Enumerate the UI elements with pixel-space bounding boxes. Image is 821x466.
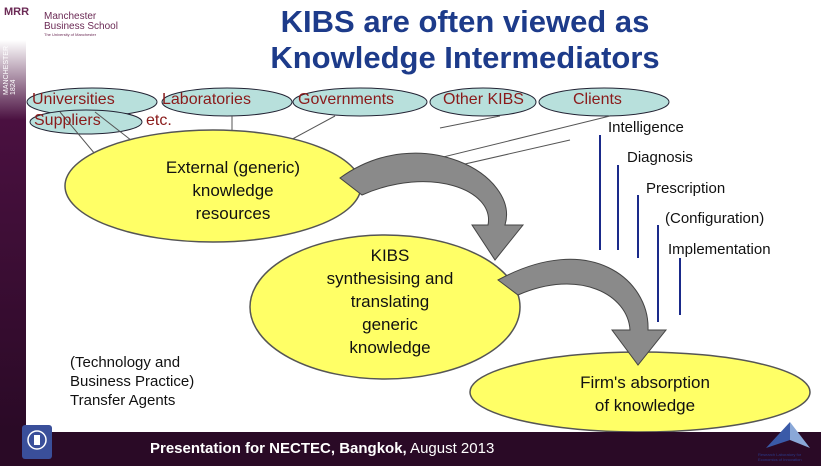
kibs-line2: synthesising and	[326, 269, 454, 288]
transfer-line3: Transfer Agents	[70, 392, 176, 409]
pill-governments	[292, 87, 428, 117]
kibs-line4: generic	[362, 315, 418, 334]
service-configuration: (Configuration)	[665, 210, 765, 227]
transfer-line2: Business Practice)	[70, 373, 195, 390]
footer-text-date: August 2013	[406, 440, 495, 457]
kibs-line1: KIBS	[370, 246, 410, 265]
logo-text: Manchester Business School	[44, 12, 118, 32]
kibs-node	[249, 234, 521, 380]
external-line2: knowledge	[192, 181, 274, 200]
firm-node-text: Firm's absorption of knowledge	[540, 371, 750, 417]
pill-label-governments: Governments	[298, 91, 395, 108]
pill-label-laboratories: Laboratories	[162, 91, 251, 108]
research-lab-line1: Research Laboratory for	[758, 452, 802, 457]
logo-text-line2: Business School	[44, 21, 118, 32]
logo-subtext: The University of Manchester	[44, 32, 97, 37]
logo-mark: MRR	[4, 6, 30, 18]
title-line1: KIBS are often viewed as	[280, 4, 650, 39]
pill-label-etc: etc.	[146, 112, 172, 129]
transfer-line1: (Technology and	[70, 354, 181, 371]
research-lab-text: Research Laboratory for Economics of Inn…	[758, 452, 802, 462]
service-intelligence: Intelligence	[608, 119, 684, 136]
service-prescription: Prescription	[646, 180, 726, 197]
external-node-text: External (generic) knowledge resources	[133, 156, 333, 225]
sidebar-band	[0, 0, 26, 432]
crest-icon	[27, 430, 47, 450]
kibs-line5: knowledge	[349, 338, 431, 357]
pill-label-universities: Universities	[32, 91, 115, 108]
logo-text-line1: Manchester	[44, 11, 97, 22]
service-lines	[599, 135, 681, 322]
footer-text: Presentation for NECTEC, Bangkok, August…	[150, 440, 494, 457]
pill-label-suppliers: Suppliers	[34, 112, 101, 129]
research-lab-line2: Economics of Innovation	[758, 457, 802, 462]
kibs-node-text: KIBS synthesising and translating generi…	[300, 244, 480, 359]
footer-text-bold: Presentation for NECTEC, Bangkok,	[150, 440, 407, 457]
firm-line2: of knowledge	[594, 396, 696, 415]
pill-clients	[538, 87, 670, 117]
pill-other-kibs	[429, 87, 537, 117]
service-implementation: Implementation	[668, 241, 771, 258]
triangle-logo-icon	[766, 422, 810, 448]
external-line3: resources	[195, 204, 271, 223]
university-crest-icon	[22, 425, 52, 459]
page-title: KIBS are often viewed as Knowledge Inter…	[150, 4, 780, 76]
flow-arrow-2	[497, 258, 668, 366]
pill-suppliers	[29, 109, 143, 135]
service-diagnosis: Diagnosis	[627, 149, 693, 166]
external-line1: External (generic)	[165, 158, 301, 177]
flow-arrow-1	[339, 152, 525, 261]
firm-line1: Firm's absorption	[580, 373, 710, 392]
pill-laboratories	[161, 87, 293, 117]
pill-label-other-kibs: Other KIBS	[443, 91, 524, 108]
title-line2: Knowledge Intermediators	[270, 40, 660, 75]
footer-bar	[0, 432, 821, 466]
transfer-agents-note: (Technology and Business Practice) Trans…	[70, 353, 194, 410]
kibs-line3: translating	[350, 292, 430, 311]
pill-label-clients: Clients	[573, 91, 622, 108]
research-lab-logo-icon	[760, 420, 815, 464]
